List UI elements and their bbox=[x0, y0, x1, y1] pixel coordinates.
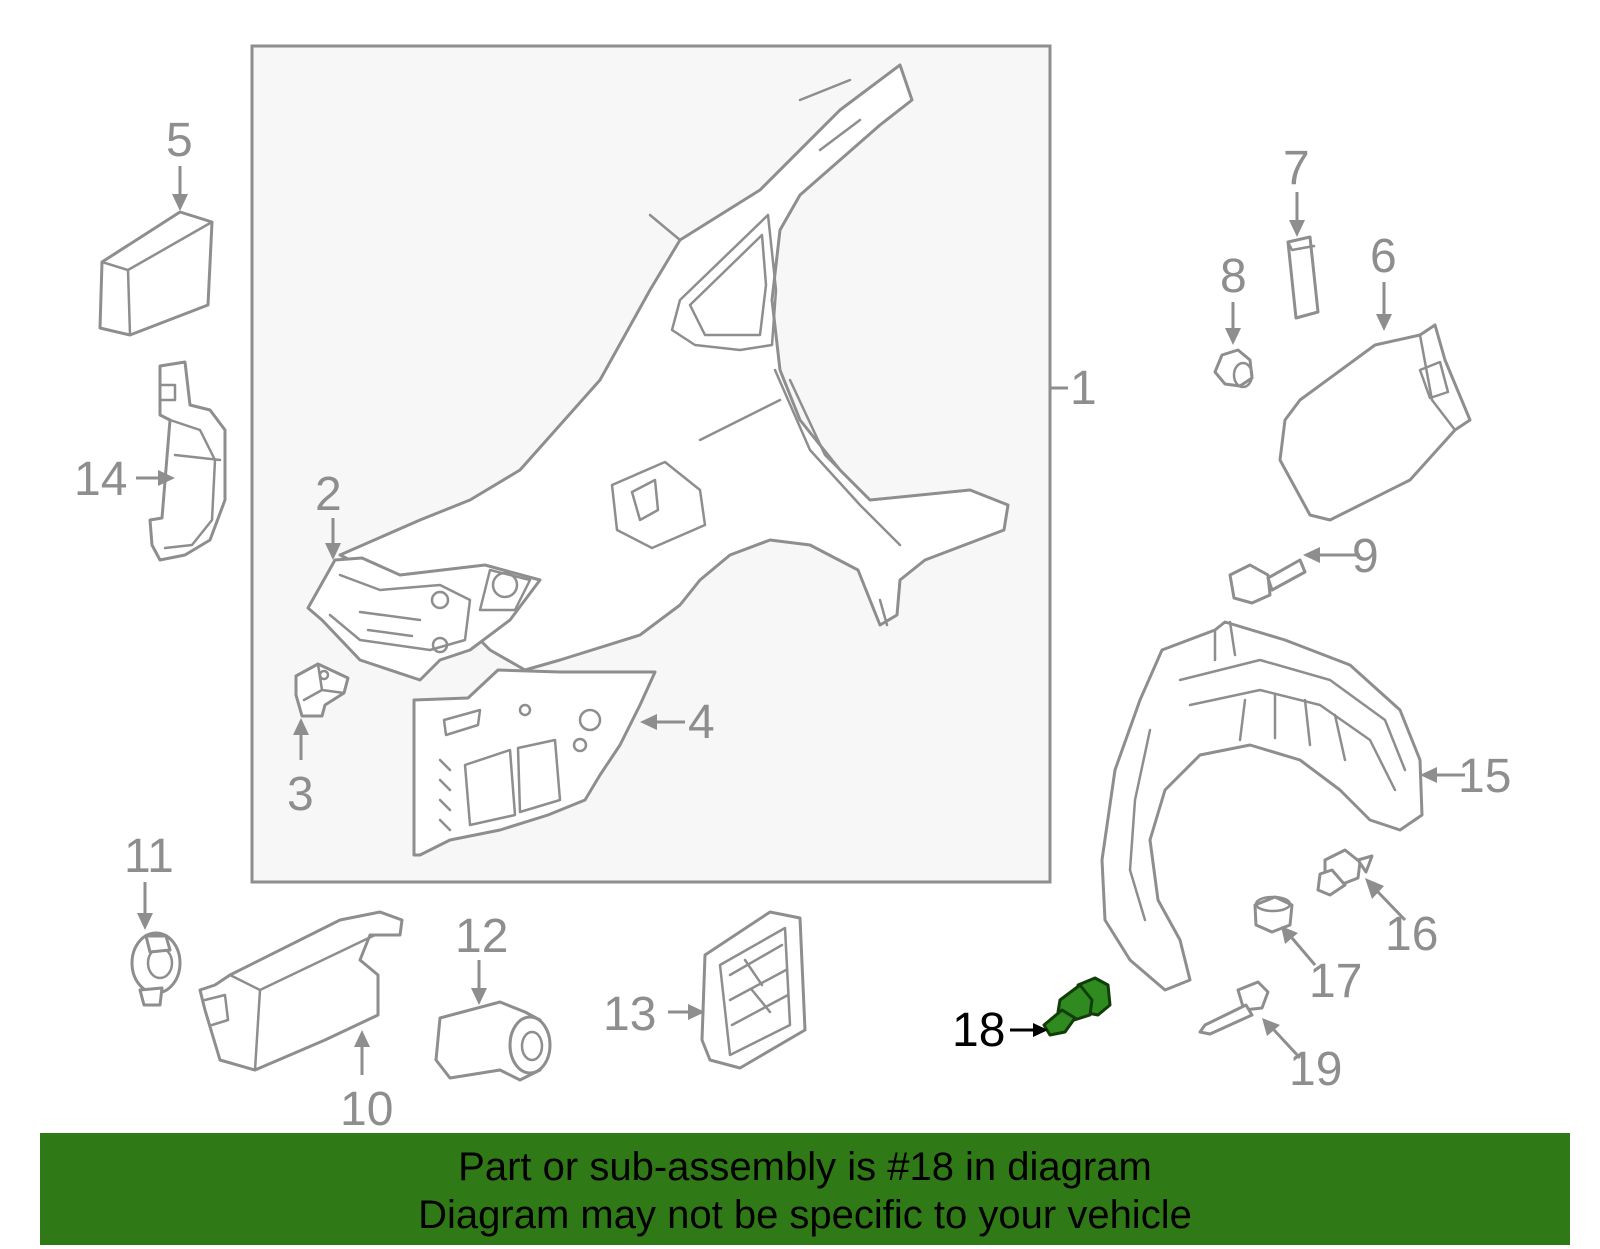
callout-10: 10 bbox=[340, 1083, 393, 1136]
callout-17: 17 bbox=[1309, 955, 1362, 1008]
callout-11: 11 bbox=[124, 830, 174, 883]
callout-4: 4 bbox=[688, 696, 715, 749]
callout-6: 6 bbox=[1370, 230, 1397, 283]
callout-16: 16 bbox=[1385, 908, 1438, 961]
callout-1: 1 bbox=[1070, 362, 1097, 415]
callout-7: 7 bbox=[1283, 142, 1310, 195]
callout-19: 19 bbox=[1289, 1043, 1342, 1096]
part-10-latch[interactable] bbox=[198, 910, 404, 1072]
callout-5: 5 bbox=[166, 114, 193, 167]
callout-8: 8 bbox=[1220, 250, 1247, 303]
callout-14: 14 bbox=[74, 453, 127, 506]
part-17-nut[interactable] bbox=[1253, 895, 1294, 934]
callout-2: 2 bbox=[315, 468, 342, 521]
callout-15: 15 bbox=[1458, 750, 1511, 803]
part-3-small-bracket[interactable] bbox=[294, 662, 350, 718]
part-7-strip[interactable] bbox=[1286, 235, 1320, 320]
callout-3: 3 bbox=[287, 768, 314, 821]
part-16-push-clip[interactable] bbox=[1316, 848, 1374, 897]
callout-9: 9 bbox=[1352, 530, 1379, 583]
part-13-vent[interactable] bbox=[700, 910, 807, 1070]
part-15-wheel-liner[interactable] bbox=[1100, 620, 1424, 992]
part-1-quarter-panel[interactable] bbox=[338, 63, 1010, 672]
callout-13: 13 bbox=[603, 988, 656, 1041]
part-14-side-bracket[interactable] bbox=[148, 360, 227, 562]
callout-18: 18 bbox=[952, 1004, 1005, 1057]
part-11-clip[interactable] bbox=[130, 931, 182, 1007]
part-18-push-clip-highlighted[interactable] bbox=[1042, 976, 1112, 1037]
part-12-bushing[interactable] bbox=[434, 1000, 552, 1082]
part-2-bracket[interactable] bbox=[306, 556, 542, 682]
part-5-pad[interactable] bbox=[98, 210, 214, 337]
part-9-screw[interactable] bbox=[1228, 558, 1307, 605]
part-8-grommet[interactable] bbox=[1213, 348, 1254, 389]
info-banner: Part or sub-assembly is #18 in diagram D… bbox=[40, 1133, 1570, 1245]
callout-12: 12 bbox=[455, 910, 508, 963]
part-6-fuel-door[interactable] bbox=[1278, 323, 1472, 522]
banner-line-2: Diagram may not be specific to your vehi… bbox=[418, 1193, 1192, 1237]
part-19-screw[interactable] bbox=[1198, 980, 1270, 1036]
banner-line-1: Part or sub-assembly is #18 in diagram bbox=[458, 1145, 1152, 1189]
part-4-inner-panel[interactable] bbox=[412, 668, 657, 857]
